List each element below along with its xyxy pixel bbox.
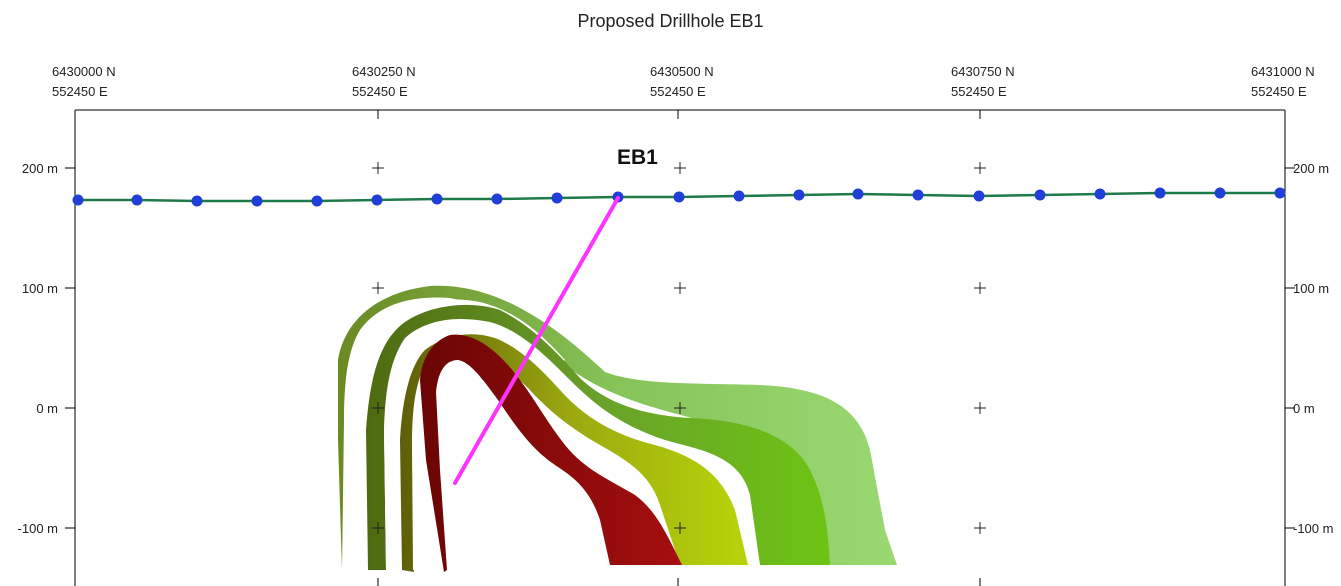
depth-label-left-100: 100 m	[21, 281, 58, 296]
drillhole-label: EB1	[617, 146, 658, 169]
geo-unit-1	[338, 285, 897, 570]
survey-point	[1214, 187, 1226, 199]
survey-point	[733, 190, 745, 202]
geo-unit-2	[366, 304, 830, 570]
plot-frame	[74, 109, 1286, 586]
survey-point	[1154, 187, 1166, 199]
depth-label-right-200: 200 m	[1293, 161, 1330, 176]
survey-point	[551, 192, 563, 204]
depth-label-left-0: 0 m	[36, 401, 58, 416]
survey-point	[973, 190, 985, 202]
grid-crosses	[372, 162, 986, 534]
survey-point	[912, 189, 924, 201]
depth-label-left-200: 200 m	[21, 161, 58, 176]
survey-point	[852, 188, 864, 200]
survey-point	[431, 193, 443, 205]
depth-label-right-100: 100 m	[1293, 281, 1330, 296]
survey-point	[1274, 187, 1286, 199]
survey-point	[1034, 189, 1046, 201]
survey-point	[311, 195, 323, 207]
drillhole-trace	[453, 196, 620, 485]
survey-point	[72, 194, 84, 206]
survey-point	[793, 189, 805, 201]
survey-point	[251, 195, 263, 207]
survey-point	[191, 195, 203, 207]
geo-unit-3	[400, 334, 748, 572]
survey-points	[72, 187, 1286, 207]
survey-point	[673, 191, 685, 203]
survey-point	[491, 193, 503, 205]
survey-point	[1094, 188, 1106, 200]
geo-unit-4	[420, 334, 682, 572]
axis-ticks	[65, 110, 1295, 586]
depth-label-left-minus100: -100 m	[17, 521, 58, 536]
geological-units	[338, 285, 897, 572]
section-title: Proposed Drillhole EB1	[577, 11, 764, 31]
survey-point	[371, 194, 383, 206]
depth-label-right-0: 0 m	[1293, 401, 1315, 416]
depth-label-right-minus100: -100 m	[1293, 521, 1334, 536]
survey-point	[131, 194, 143, 206]
